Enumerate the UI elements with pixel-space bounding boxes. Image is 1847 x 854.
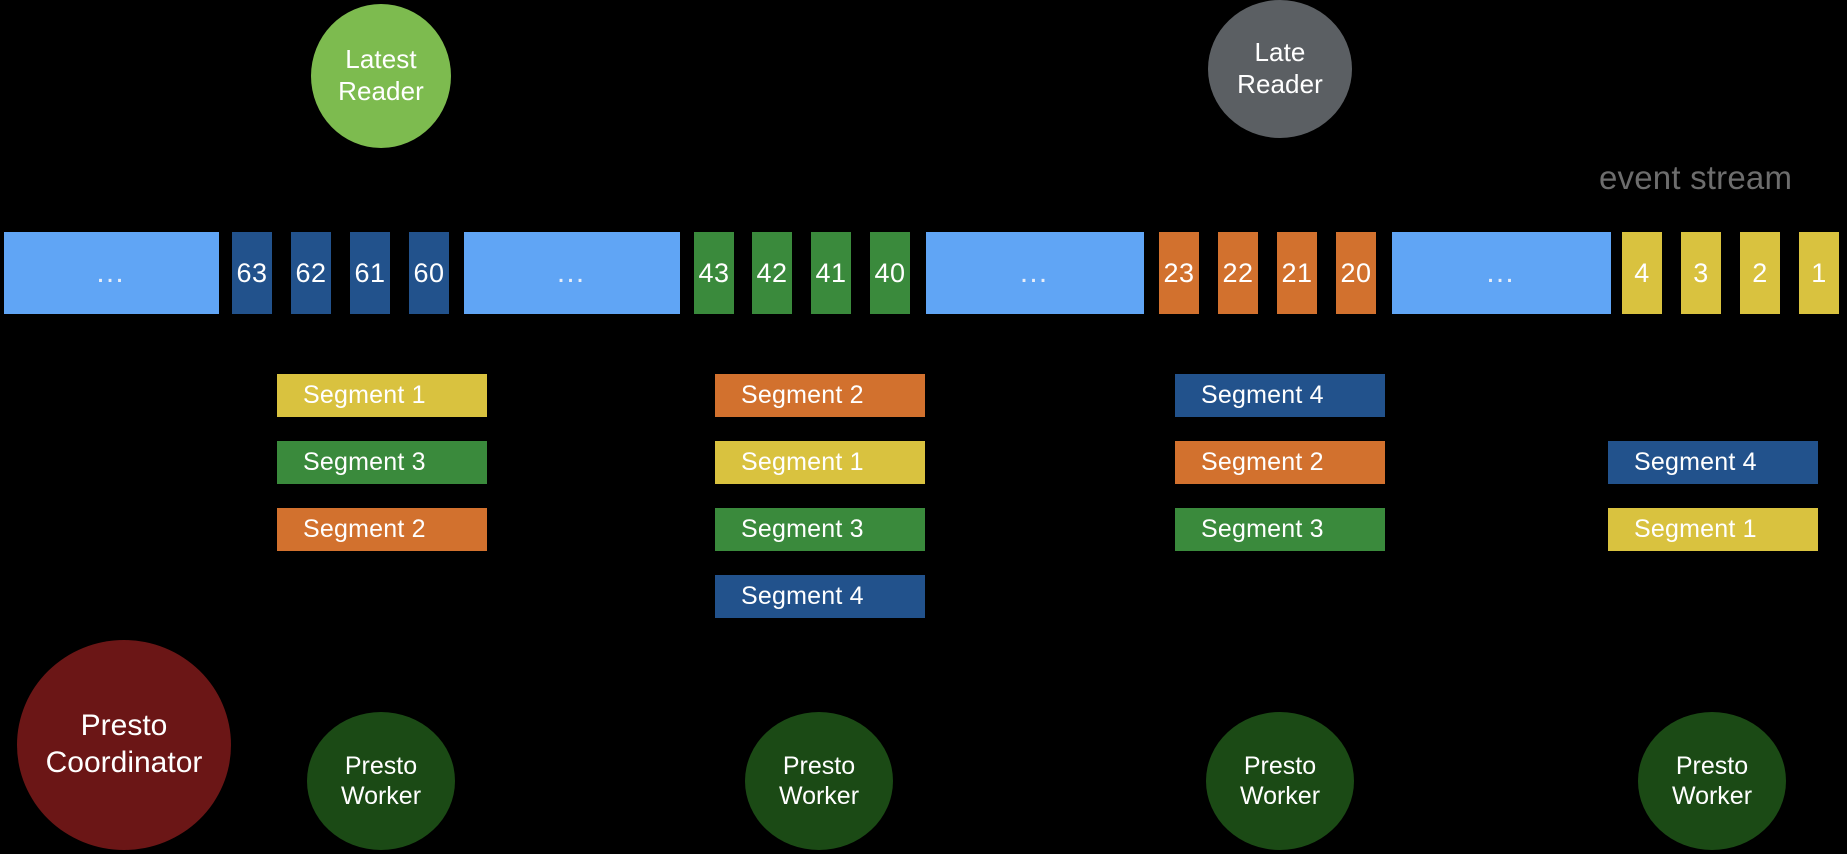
event-block-4: 4 <box>1622 232 1662 314</box>
segment-bar: Segment 1 <box>715 441 925 484</box>
late-reader-line-2: Reader <box>1237 69 1323 99</box>
event-block-63: 63 <box>232 232 272 314</box>
event-block-2: 2 <box>1740 232 1780 314</box>
segment-bar: Segment 3 <box>715 508 925 551</box>
segment-bar: Segment 3 <box>277 441 487 484</box>
event-block-20: 20 <box>1336 232 1376 314</box>
presto-worker-1-line-1: Presto <box>344 751 418 780</box>
event-block-40: 40 <box>870 232 910 314</box>
segment-bar: Segment 4 <box>1175 374 1385 417</box>
event-stream-gap: … <box>464 232 680 314</box>
event-block-3: 3 <box>1681 232 1721 314</box>
segment-bar: Segment 3 <box>1175 508 1385 551</box>
presto-worker-4-line-1: Presto <box>1675 751 1749 780</box>
presto-worker-2-line-2: Worker <box>778 782 860 810</box>
presto-worker-3-line-2: Worker <box>1239 782 1321 810</box>
segment-bar: Segment 1 <box>1608 508 1818 551</box>
event-block-22: 22 <box>1218 232 1258 314</box>
event-stream-gap: … <box>1392 232 1611 314</box>
latest-reader-line-2: Reader <box>338 76 424 106</box>
event-stream-gap: … <box>926 232 1144 314</box>
segment-bar: Segment 2 <box>1175 441 1385 484</box>
event-stream-label: event stream <box>1599 159 1793 196</box>
event-block-41: 41 <box>811 232 851 314</box>
event-block-42: 42 <box>752 232 792 314</box>
presto-worker-1-line-2: Worker <box>340 782 422 810</box>
event-stream-gap: … <box>4 232 219 314</box>
segment-bar: Segment 2 <box>715 374 925 417</box>
event-block-62: 62 <box>291 232 331 314</box>
presto-worker-4-line-2: Worker <box>1671 782 1753 810</box>
event-block-21: 21 <box>1277 232 1317 314</box>
segment-bar: Segment 1 <box>277 374 487 417</box>
event-block-1: 1 <box>1799 232 1839 314</box>
event-block-60: 60 <box>409 232 449 314</box>
segment-bar: Segment 4 <box>715 575 925 618</box>
segment-bar: Segment 4 <box>1608 441 1818 484</box>
event-block-43: 43 <box>694 232 734 314</box>
event-block-23: 23 <box>1159 232 1199 314</box>
event-block-61: 61 <box>350 232 390 314</box>
late-reader-line-1: Late <box>1254 37 1306 68</box>
latest-reader-line-1: Latest <box>345 44 417 75</box>
presto-worker-2-line-1: Presto <box>782 751 856 780</box>
presto-coordinator-line-1: Presto <box>80 709 168 743</box>
presto-worker-3-line-1: Presto <box>1243 751 1317 780</box>
segment-bar: Segment 2 <box>277 508 487 551</box>
presto-coordinator-line-2: Coordinator <box>45 746 203 779</box>
